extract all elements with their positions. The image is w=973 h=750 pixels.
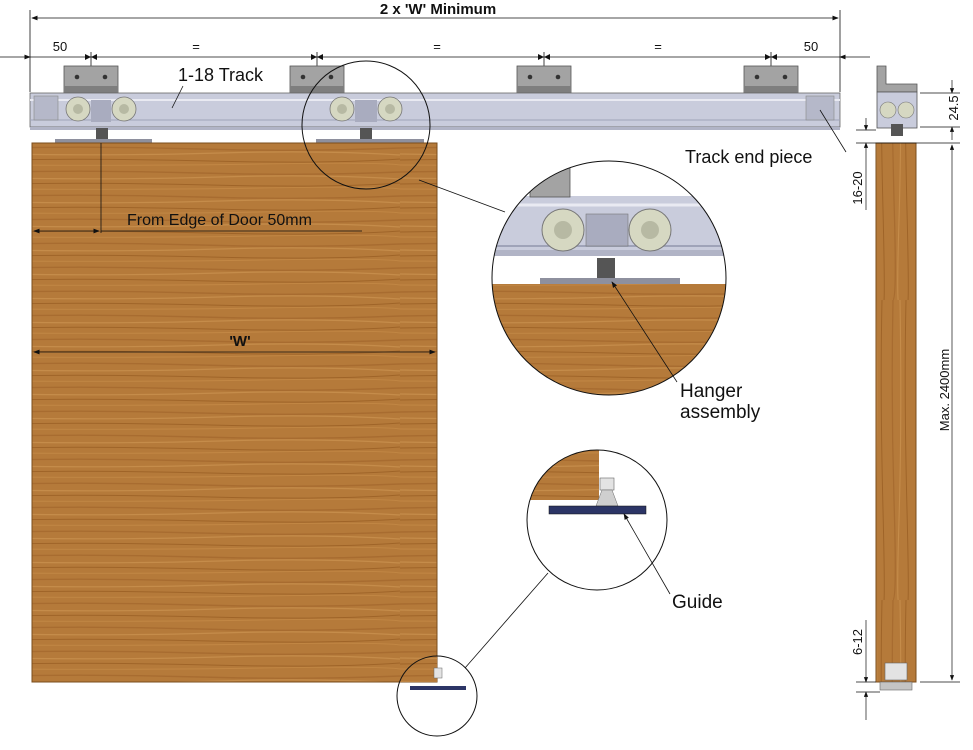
track-end-piece-left (33, 95, 59, 121)
wall-bracket (289, 65, 345, 94)
door-height-label: Max. 2400mm (937, 349, 952, 431)
equal-label-1: = (192, 39, 200, 54)
equal-label-3: = (654, 39, 662, 54)
wall-bracket (63, 65, 119, 94)
gap-top-label: 16-20 (850, 171, 865, 204)
left-offset-label: 50 (53, 39, 67, 54)
hanger-callout-circle (301, 60, 431, 190)
hanger-label-line1: Hanger (680, 381, 743, 402)
track-label: 1-18 Track (178, 65, 264, 85)
hanger-label-line2: assembly (680, 402, 761, 423)
hanger-right (316, 96, 424, 143)
guide-detail (526, 449, 668, 591)
wall-brackets (63, 65, 799, 94)
gap-bottom-label: 6-12 (850, 629, 865, 655)
track-end-piece-right (805, 95, 835, 121)
equal-label-2: = (433, 39, 441, 54)
wall-bracket (516, 65, 572, 94)
overall-dimension: 2 x 'W' Minimum (29, 0, 841, 92)
edge-offset-dimension: From Edge of Door 50mm (33, 143, 362, 234)
right-offset-label: 50 (804, 39, 818, 54)
guide-label: Guide (672, 592, 723, 613)
side-elevation (875, 65, 918, 691)
door-width-label: 'W' (229, 333, 250, 350)
hanger-left (55, 96, 152, 143)
door-width-dimension: 'W' (33, 333, 436, 355)
wall-bracket (743, 65, 799, 94)
overall-dimension-label: 2 x 'W' Minimum (380, 1, 496, 18)
track-end-label: Track end piece (685, 147, 812, 167)
bracket-spacing-dimension: 50 = = = 50 (0, 39, 870, 70)
track (29, 92, 841, 130)
side-dimensions: 24.5 16-20 Max. 2400mm 6-12 (850, 80, 961, 720)
edge-note-label: From Edge of Door 50mm (127, 212, 312, 229)
track-height-label: 24.5 (946, 95, 961, 120)
hanger-detail (491, 160, 727, 396)
door-side (875, 142, 917, 683)
